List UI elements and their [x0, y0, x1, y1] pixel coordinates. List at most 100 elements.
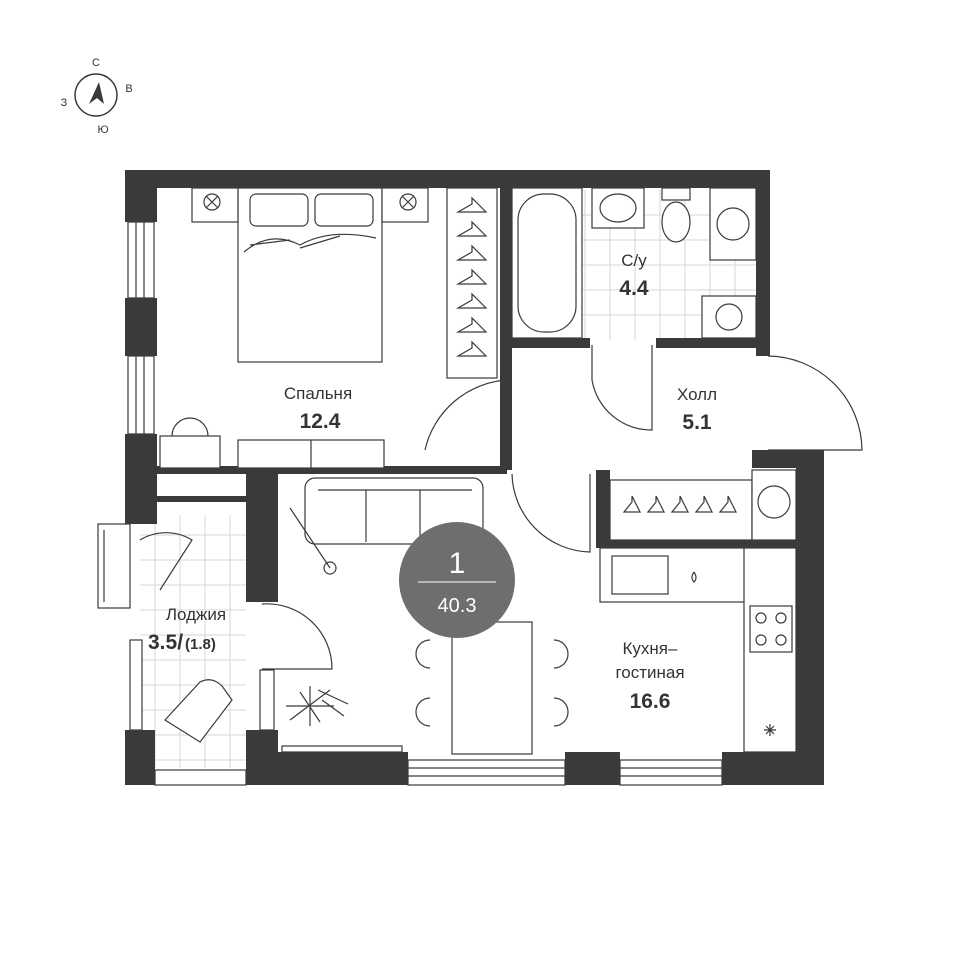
dining-table [451, 621, 533, 755]
wall-right-upper [756, 170, 770, 356]
badge-circle [399, 522, 515, 638]
wall-loggia-top [125, 496, 255, 502]
wall-bedroom-bottom [157, 466, 507, 474]
hangers-icon [455, 196, 488, 357]
wall-loggia-right-1 [246, 472, 278, 602]
bathroom-fixtures [511, 187, 757, 339]
compass-west: З [61, 97, 68, 109]
walls [125, 170, 824, 785]
loggia-armchair [164, 679, 233, 743]
wall-bottom-2 [565, 752, 620, 785]
loggia-area: 3.5/ [148, 631, 183, 654]
kitchen-furniture [599, 547, 797, 753]
door-loggia [261, 603, 333, 670]
water-drop-icon [691, 571, 697, 583]
tv-stand [281, 745, 403, 753]
bedroom-desk [159, 435, 221, 469]
wall-wardrobe-bottom [596, 540, 796, 548]
wall-left-3 [125, 434, 157, 524]
bathroom-name: С/у [621, 251, 647, 270]
door-bathroom [591, 345, 653, 431]
badge-rooms: 1 [449, 547, 466, 580]
window-bedroom-2 [127, 355, 155, 435]
wall-left-2 [125, 298, 157, 356]
boiler [751, 469, 797, 541]
badge-total-area: 40.3 [438, 595, 477, 617]
bathtub-inner [517, 193, 577, 333]
bedroom-name: Спальня [284, 384, 352, 403]
window-bedroom-1 [127, 221, 155, 299]
compass-north: С [92, 57, 100, 69]
window-loggia-side [97, 523, 131, 609]
boiler-icon [757, 485, 791, 519]
washer-drum-icon [716, 207, 750, 241]
bedroom-area: 12.4 [300, 410, 341, 433]
apartment-badge: 1 40.3 [399, 522, 515, 638]
window-living-2 [619, 759, 723, 786]
compass-ring [74, 73, 118, 117]
wall-bath-bottom-left [500, 338, 590, 348]
bedroom-furniture [159, 187, 498, 469]
bathroom-area: 4.4 [619, 277, 649, 300]
window-loggia-bottom [154, 769, 247, 786]
compass: С В Ю З [61, 57, 133, 136]
door-bedroom [424, 379, 508, 470]
wall-bath-bottom-right [656, 338, 768, 348]
loggia-area-reduced: (1.8) [185, 636, 216, 653]
loggia-furniture [164, 679, 233, 743]
hall-wardrobe [609, 469, 797, 541]
wardrobe-bedroom [446, 187, 498, 379]
wall-right-lower [796, 450, 824, 785]
wall-wardrobe-left [596, 470, 610, 548]
plant-icon [286, 686, 349, 726]
wardrobe-hall [609, 479, 753, 541]
compass-arrow-icon [89, 82, 104, 104]
nightstand-right [381, 187, 429, 223]
cooktop-icon [749, 605, 793, 653]
windows [97, 221, 723, 786]
lamp-left-icon [203, 193, 221, 211]
wall-bottom-1 [278, 752, 408, 785]
room-labels: Спальня 12.4 С/у 4.4 Холл 5.1 Кухня– гос… [148, 251, 717, 713]
wall-bath-left [500, 170, 512, 470]
desk-chair [171, 417, 209, 437]
wall-loggia-right-2 [246, 730, 278, 785]
kitchen-name-line2: гостиная [615, 663, 684, 682]
hall-area: 5.1 [682, 411, 712, 434]
bathroom-tiles [510, 190, 758, 340]
wall-loggia-bottom-left [125, 730, 155, 785]
floor-lamp [289, 507, 331, 569]
dryer-drum-icon [715, 303, 743, 331]
pillow-right [314, 193, 374, 227]
toilet-tank [661, 187, 691, 201]
loggia-name: Лоджия [166, 605, 226, 624]
door-living [511, 473, 591, 553]
compass-south: Ю [97, 124, 108, 136]
toilet-bowl-icon [661, 201, 691, 243]
hall-hangers-icon [622, 495, 737, 513]
loggia-area-line: 3.5/(1.8) [148, 631, 216, 654]
sink-bowl-icon [599, 193, 637, 223]
lamp-right-icon [399, 193, 417, 211]
dining-chairs [415, 639, 569, 727]
hall-name: Холл [677, 385, 717, 404]
compass-east: В [125, 83, 132, 95]
dryer [701, 295, 757, 339]
sink [591, 187, 645, 229]
window-loggia-door [259, 669, 275, 731]
pillow-left [249, 193, 309, 227]
kitchen-name-line1: Кухня– [623, 639, 678, 658]
wall-left-1 [125, 170, 157, 222]
kitchen-sink-icon [611, 555, 669, 595]
fridge-snowflake-icon [764, 724, 776, 736]
door-entrance [767, 355, 863, 451]
washing-machine [709, 187, 757, 261]
bathtub [511, 187, 583, 339]
window-living-1 [407, 759, 566, 786]
wall-top [125, 170, 770, 188]
kitchen-area: 16.6 [630, 690, 671, 713]
wall-bottom-3 [722, 752, 824, 785]
window-loggia-left [129, 639, 143, 731]
door-loggia-window [139, 532, 193, 591]
